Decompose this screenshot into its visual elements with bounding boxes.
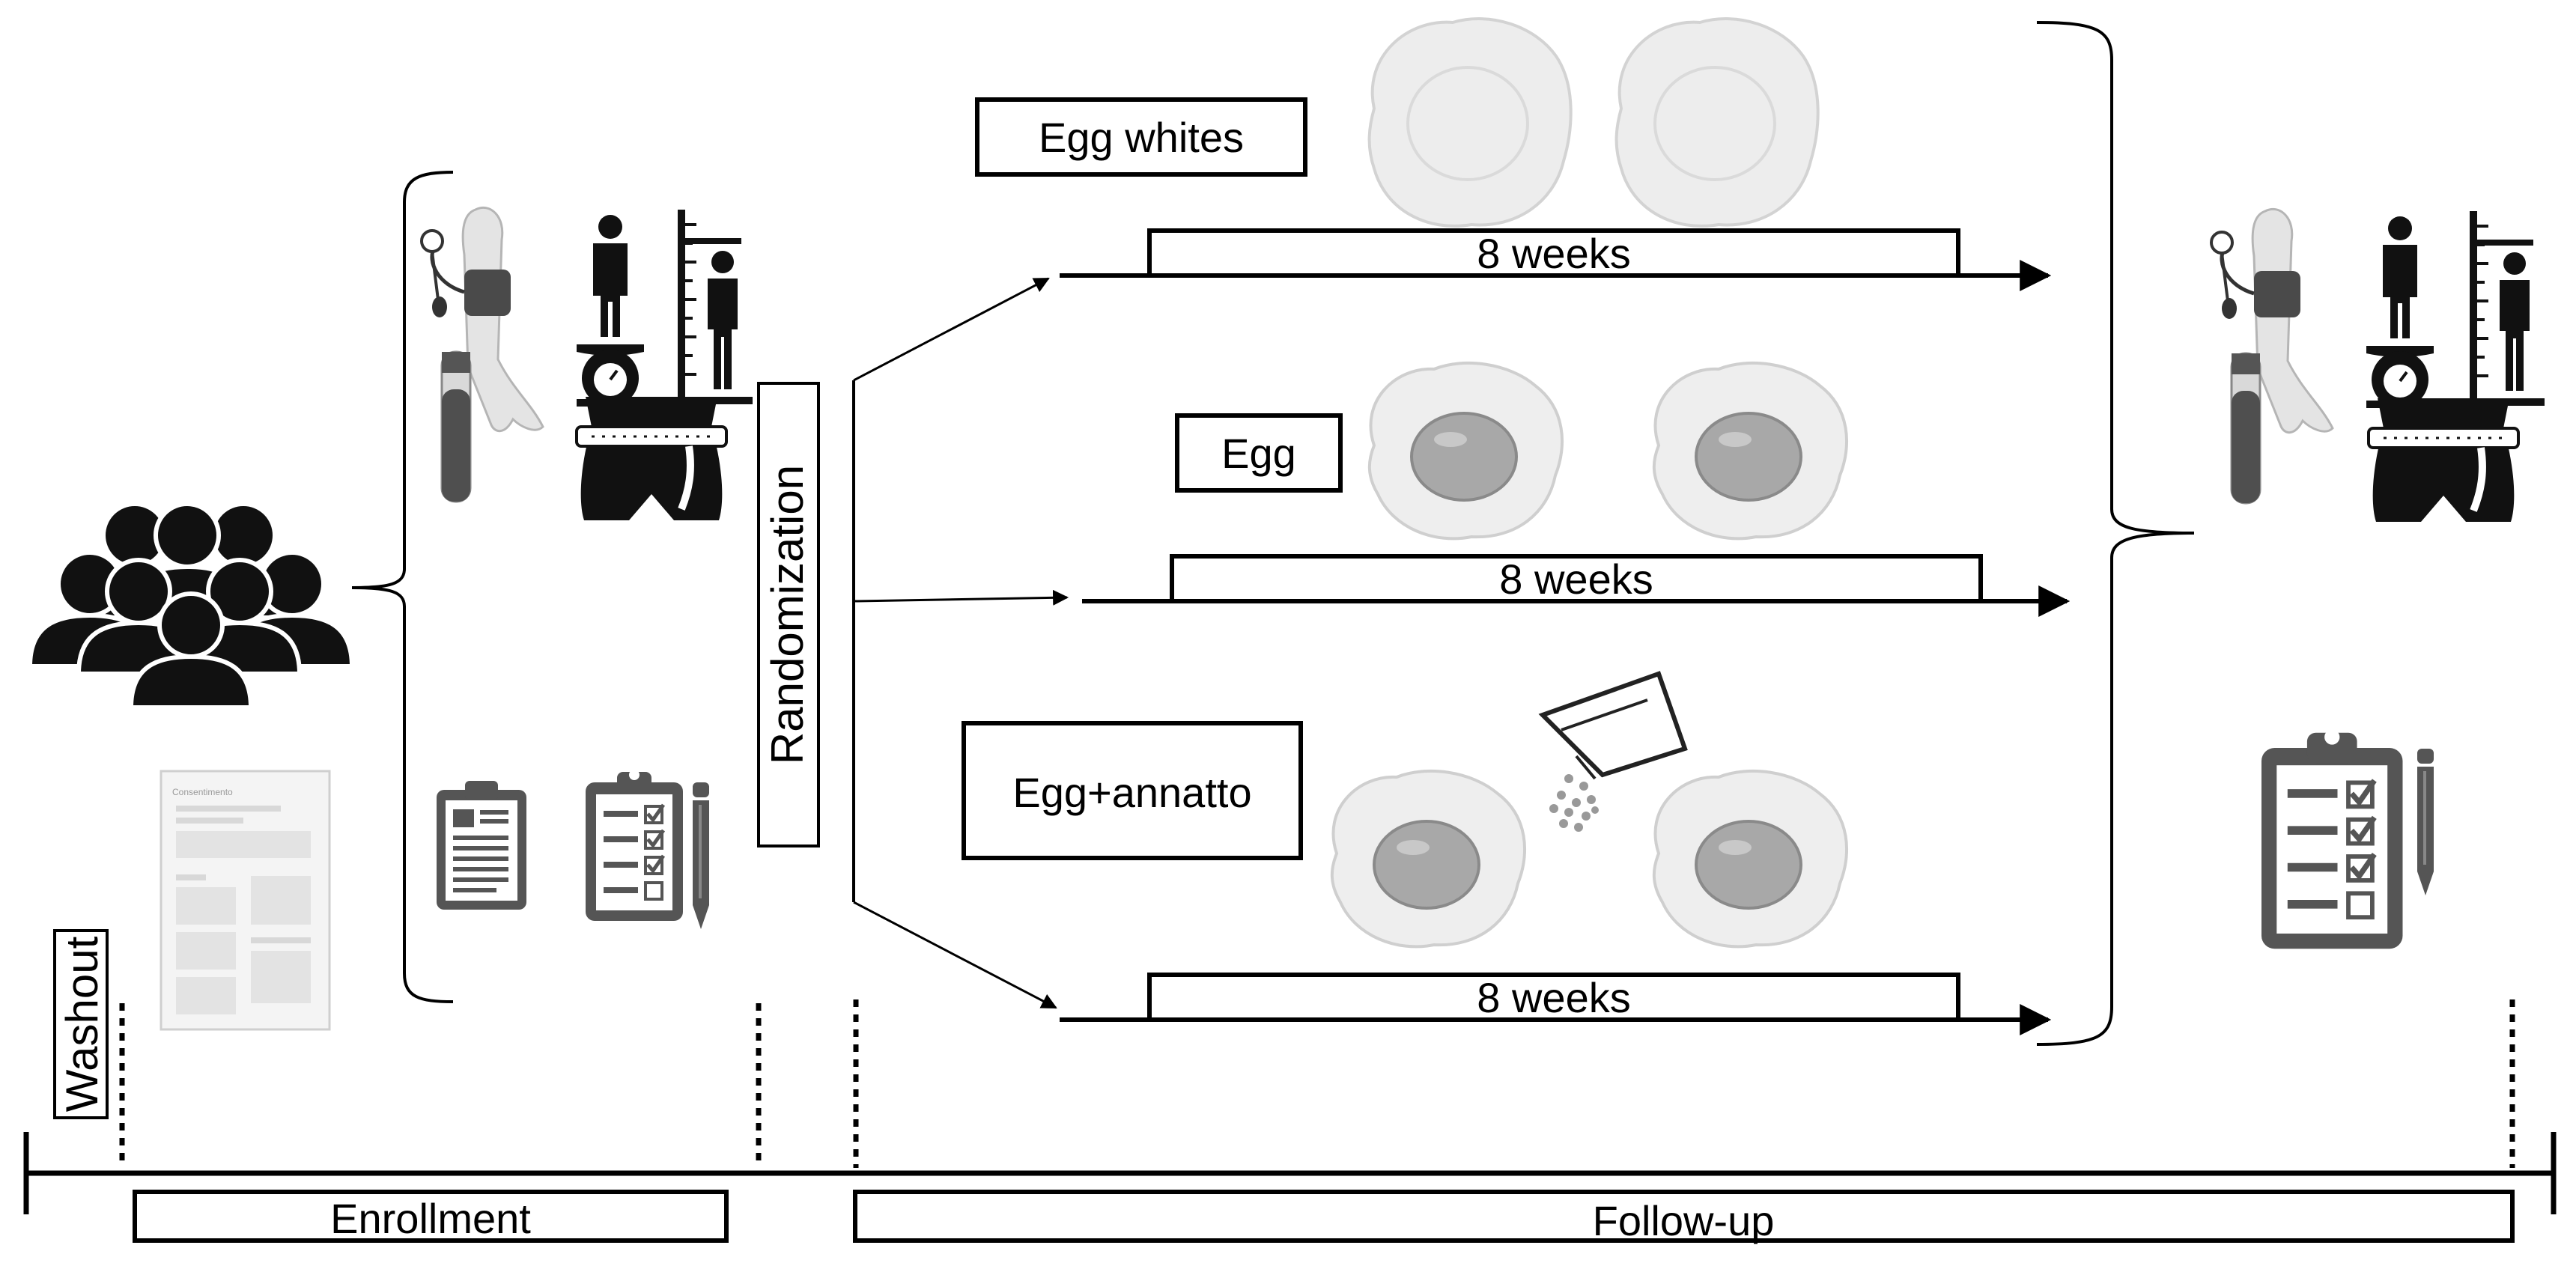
fried-egg-icon	[1652, 361, 1849, 541]
height-measure-icon	[2468, 210, 2546, 407]
arm-egg-duration: 8 weeks	[1499, 556, 1653, 603]
randomization-label: Randomization	[762, 465, 812, 764]
followup-label: Follow-up	[1593, 1197, 1775, 1244]
blood-pressure-arm-icon	[2211, 209, 2333, 503]
timeline: Enrollment Follow-up	[23, 1132, 2557, 1244]
arm-egg-annatto-label: Egg+annatto	[1012, 769, 1251, 816]
waist-measure-icon	[577, 397, 726, 520]
arm-egg-label: Egg	[1221, 430, 1296, 477]
arm-egg: Egg 8 weeks	[1082, 361, 2071, 617]
phase-markers	[119, 999, 2515, 1168]
fried-egg-icon	[1652, 769, 1849, 949]
annatto-packet-icon	[1538, 671, 1688, 832]
egg-white-icon	[1614, 17, 1820, 228]
washout-box	[53, 929, 109, 1119]
weight-scale-icon	[2365, 215, 2435, 410]
followup-bracket	[2036, 21, 2195, 1046]
consent-form-icon: Consentimento	[160, 770, 331, 1031]
enrollment-bracket	[351, 171, 454, 1003]
washout-label: Washout	[57, 936, 107, 1112]
consent-form-title: Consentimento	[172, 787, 233, 797]
arm-egg-whites-label: Egg whites	[1039, 114, 1244, 161]
egg-white-icon	[1367, 17, 1573, 228]
crowd-icon	[30, 504, 352, 707]
arm-egg-whites: Egg whites 8 weeks	[975, 17, 2052, 291]
arm-egg-annatto-duration: 8 weeks	[1477, 974, 1630, 1021]
branch-arrow-middle	[853, 589, 1069, 606]
enrollment-label: Enrollment	[330, 1195, 531, 1242]
pencil-icon	[2417, 749, 2434, 895]
waist-measure-icon	[2369, 398, 2518, 522]
weight-scale-icon	[575, 213, 645, 408]
randomization-box	[757, 382, 820, 847]
clipboard-checklist-icon	[586, 770, 683, 921]
arm-egg-whites-duration: 8 weeks	[1477, 230, 1630, 277]
clipboard-checklist-icon	[2261, 729, 2403, 949]
clipboard-document-icon	[437, 781, 526, 910]
fried-egg-icon	[1367, 361, 1564, 541]
blood-pressure-arm-icon	[422, 207, 543, 502]
branch-arrow-bottom	[853, 901, 1057, 1009]
height-measure-icon	[676, 208, 754, 406]
fried-egg-icon	[1330, 769, 1527, 949]
branch-arrow-top	[853, 277, 1050, 382]
arm-egg-annatto: Egg+annatto 8 weeks	[962, 671, 2052, 1035]
pencil-icon	[693, 782, 709, 929]
